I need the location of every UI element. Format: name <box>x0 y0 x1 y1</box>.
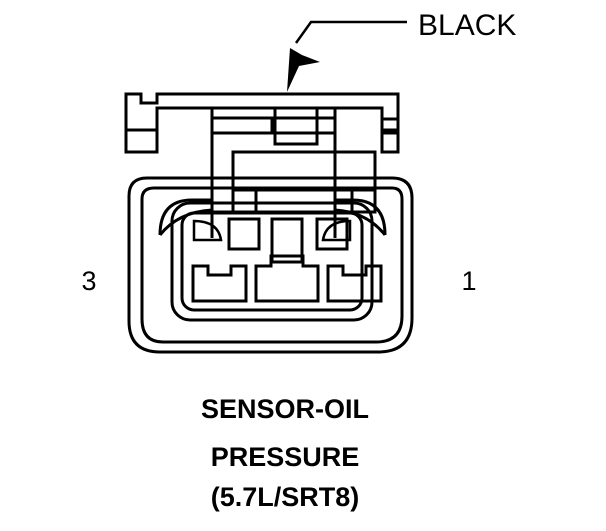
caption-line-1: SENSOR-OIL <box>201 394 369 424</box>
top-right-wing <box>380 108 400 154</box>
shell-left-rib <box>158 198 212 236</box>
top-shell-bar <box>124 92 400 132</box>
latch-ledge-right <box>270 116 335 135</box>
terminal-cavity-3 <box>191 264 248 303</box>
latch-ledge-left <box>212 116 277 135</box>
caption-line-2: PRESSURE <box>211 442 360 472</box>
pin-label-left: 3 <box>81 266 96 296</box>
terminal-housing-outer <box>170 201 374 322</box>
keying-square-left <box>227 217 261 251</box>
shell-outline-inner <box>140 186 404 344</box>
callout-leader-line <box>294 20 407 44</box>
top-left-wing <box>124 108 159 154</box>
terminal-housing <box>170 201 383 322</box>
housing-fillet-top-right <box>321 219 352 242</box>
latch-center-tab <box>273 106 319 146</box>
black-wire-callout <box>287 20 407 92</box>
terminal-cavity-1 <box>326 264 383 303</box>
shell-outline-outer <box>127 176 414 354</box>
terminal-cavity-2 <box>254 254 320 303</box>
caption-line-3: (5.7L/SRT8) <box>211 482 360 512</box>
connector-outer-shell <box>127 176 414 354</box>
pin-label-right: 1 <box>461 266 476 296</box>
terminal-housing-inner <box>180 211 364 312</box>
shell-left-rib-lower <box>158 208 213 236</box>
connector-top-latch-assembly <box>124 92 400 238</box>
housing-fillet-top-left <box>192 219 223 242</box>
keying-square-right <box>315 217 349 251</box>
shell-right-rib-lower <box>334 208 387 236</box>
callout-arrowhead <box>287 48 320 92</box>
wire-color-label: BLACK <box>418 9 516 42</box>
diagram-caption: SENSOR-OIL PRESSURE (5.7L/SRT8) <box>201 394 369 512</box>
shell-right-rib <box>335 198 387 236</box>
